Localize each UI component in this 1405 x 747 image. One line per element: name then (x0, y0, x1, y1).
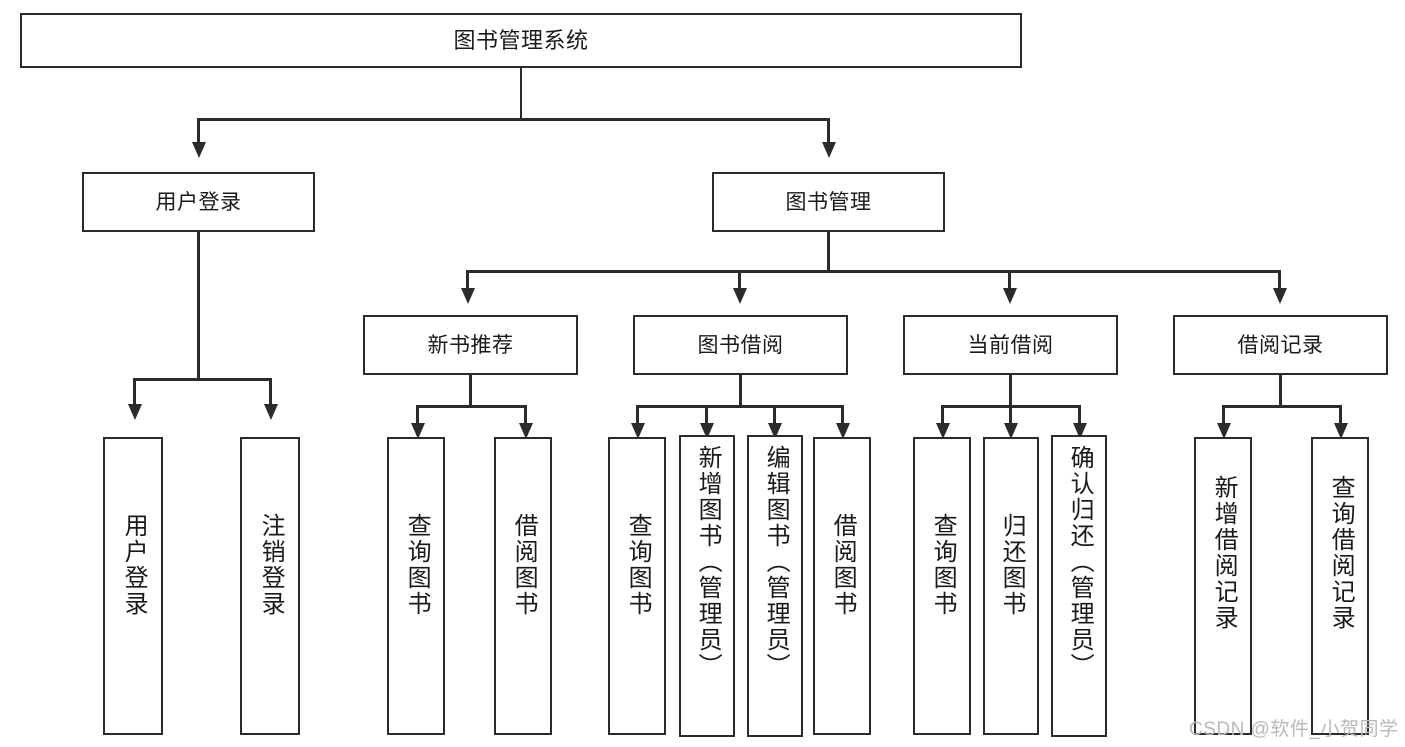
node-borrow-record[interactable]: 借阅记录 (1173, 315, 1388, 375)
node-root-book-management-system[interactable]: 图书管理系统 (20, 13, 1022, 68)
arrowhead-br-to-leaf-1 (1216, 423, 1231, 439)
arrowhead-bb-to-leaf-1 (630, 423, 645, 439)
arrowhead-bm-to-book-borrow (732, 288, 747, 304)
connector-bb-to-leaf-2 (705, 405, 708, 425)
arrowhead-root-to-user-login (191, 142, 206, 158)
connector-bb-to-leaf-4 (841, 405, 844, 425)
connector-bm-to-new-book (466, 270, 469, 290)
leaf-user-login-2-label: 注销登录 (257, 513, 285, 617)
arrowhead-nb-to-leaf-1 (410, 423, 425, 439)
leaf-book-borrow-4-label: 借阅图书 (829, 513, 857, 617)
connector-bm-to-book-borrow (738, 270, 741, 290)
connector-book-borrow-bus (636, 405, 843, 408)
connector-book-management-stem (827, 232, 830, 272)
connector-bb-to-leaf-3 (773, 405, 776, 425)
arrowhead-cb-to-leaf-1 (935, 423, 950, 439)
connector-user-login-bus (133, 378, 269, 381)
leaf-new-book-2-label: 借阅图书 (510, 513, 538, 617)
leaf-book-borrow-2-label: 新增图书（管理员） (694, 445, 722, 679)
connector-root-bus (197, 118, 829, 121)
leaf-book-borrow-4[interactable]: 借阅图书 (813, 437, 871, 735)
arrowhead-root-to-book-management (821, 142, 836, 158)
connector-cb-to-leaf-1 (941, 405, 944, 425)
connector-book-management-bus (466, 270, 1280, 273)
connector-user-login-stem (197, 232, 200, 380)
connector-br-to-leaf-1 (1222, 405, 1225, 425)
leaf-new-book-1[interactable]: 查询图书 (387, 437, 445, 735)
arrowhead-bb-to-leaf-4 (835, 423, 850, 439)
arrowhead-bm-to-current-borrow (1002, 288, 1017, 304)
arrowhead-user-login-to-leaf-1 (127, 404, 142, 420)
node-user-login[interactable]: 用户登录 (82, 172, 315, 232)
connector-book-borrow-stem (739, 375, 742, 407)
connector-root-to-book-management (827, 118, 830, 146)
node-book-borrow[interactable]: 图书借阅 (633, 315, 848, 375)
node-new-book-recommend-label: 新书推荐 (427, 333, 514, 357)
connector-new-book-stem (469, 375, 472, 407)
node-user-login-label: 用户登录 (155, 190, 242, 214)
connector-root-to-user-login (197, 118, 200, 146)
connector-new-book-bus (416, 405, 524, 408)
leaf-current-borrow-2-label: 归还图书 (998, 513, 1026, 617)
leaf-new-book-2[interactable]: 借阅图书 (494, 437, 552, 735)
node-borrow-record-label: 借阅记录 (1237, 333, 1324, 357)
arrowhead-cb-to-leaf-2 (1003, 423, 1018, 439)
arrowhead-bm-to-borrow-record (1272, 288, 1287, 304)
leaf-borrow-record-1[interactable]: 新增借阅记录 (1194, 437, 1252, 735)
leaf-user-login-2[interactable]: 注销登录 (240, 437, 300, 735)
node-root-label: 图书管理系统 (453, 27, 589, 53)
leaf-current-borrow-3[interactable]: 确认归还（管理员） (1051, 435, 1107, 737)
connector-borrow-record-stem (1279, 375, 1282, 407)
connector-cb-to-leaf-2 (1009, 405, 1012, 425)
leaf-borrow-record-2-label: 查询借阅记录 (1327, 475, 1355, 631)
node-current-borrow[interactable]: 当前借阅 (903, 315, 1118, 375)
leaf-current-borrow-1[interactable]: 查询图书 (913, 437, 971, 735)
connector-br-to-leaf-2 (1339, 405, 1342, 425)
leaf-current-borrow-2[interactable]: 归还图书 (983, 437, 1039, 735)
connector-bm-to-borrow-record (1278, 270, 1281, 290)
leaf-book-borrow-1-label: 查询图书 (624, 513, 652, 617)
leaf-user-login-1[interactable]: 用户登录 (103, 437, 163, 735)
arrowhead-bm-to-new-book (460, 288, 475, 304)
leaf-book-borrow-3[interactable]: 编辑图书（管理员） (747, 435, 803, 737)
leaf-borrow-record-1-label: 新增借阅记录 (1210, 475, 1238, 631)
connector-root-stem (519, 68, 522, 120)
connector-user-login-to-leaf-2 (269, 378, 272, 406)
connector-nb-to-leaf-2 (524, 405, 527, 425)
leaf-user-login-1-label: 用户登录 (120, 513, 148, 617)
connector-cb-to-leaf-3 (1078, 405, 1081, 425)
connector-bm-to-current-borrow (1008, 270, 1011, 290)
connector-borrow-record-bus (1222, 405, 1339, 408)
node-current-borrow-label: 当前借阅 (967, 333, 1054, 357)
arrowhead-br-to-leaf-2 (1333, 423, 1348, 439)
leaf-new-book-1-label: 查询图书 (403, 513, 431, 617)
node-new-book-recommend[interactable]: 新书推荐 (363, 315, 578, 375)
leaf-book-borrow-2[interactable]: 新增图书（管理员） (679, 435, 735, 737)
arrowhead-nb-to-leaf-2 (518, 423, 533, 439)
connector-current-borrow-stem (1009, 375, 1012, 407)
leaf-borrow-record-2[interactable]: 查询借阅记录 (1311, 437, 1369, 735)
connector-user-login-to-leaf-1 (133, 378, 136, 406)
node-book-management[interactable]: 图书管理 (712, 172, 945, 232)
leaf-book-borrow-1[interactable]: 查询图书 (608, 437, 666, 735)
connector-nb-to-leaf-1 (416, 405, 419, 425)
node-book-borrow-label: 图书借阅 (697, 333, 784, 357)
connector-bb-to-leaf-1 (636, 405, 639, 425)
leaf-current-borrow-1-label: 查询图书 (929, 513, 957, 617)
arrowhead-user-login-to-leaf-2 (263, 404, 278, 420)
leaf-current-borrow-3-label: 确认归还（管理员） (1066, 445, 1094, 679)
node-book-management-label: 图书管理 (785, 190, 872, 214)
leaf-book-borrow-3-label: 编辑图书（管理员） (762, 445, 790, 679)
